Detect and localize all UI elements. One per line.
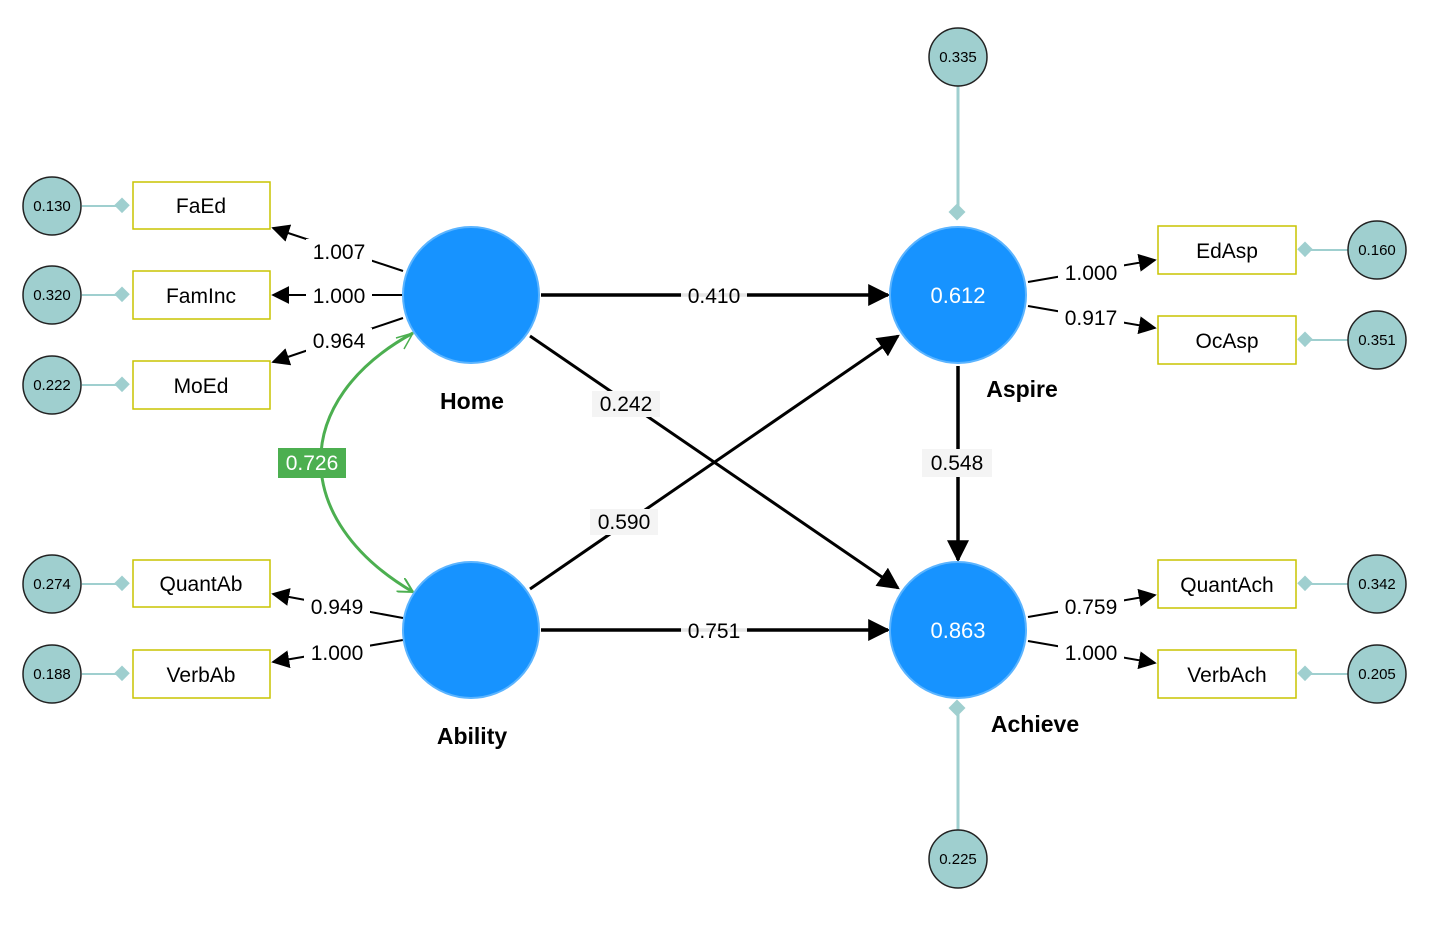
achieve-r2-value: 0.863 bbox=[930, 618, 985, 643]
error-moed[interactable]: 0.222 bbox=[22, 355, 82, 415]
svg-text:0.160: 0.160 bbox=[1358, 242, 1396, 259]
latent-achieve-label: Achieve bbox=[991, 711, 1079, 737]
path-label-aspire-achieve: 0.548 bbox=[922, 449, 992, 477]
path-label-ability-aspire: 0.590 bbox=[590, 509, 658, 535]
svg-text:QuantAch: QuantAch bbox=[1180, 574, 1273, 597]
error-ocasp[interactable]: 0.351 bbox=[1347, 310, 1407, 370]
path-ability-aspire bbox=[529, 334, 900, 591]
correlation-start-arrow bbox=[395, 331, 415, 350]
aspire-r2-value: 0.612 bbox=[930, 283, 985, 308]
svg-text:0.949: 0.949 bbox=[311, 596, 364, 619]
svg-text:0.751: 0.751 bbox=[688, 620, 741, 643]
svg-text:FaEd: FaEd bbox=[176, 195, 226, 218]
error-aspire[interactable]: 0.335 bbox=[928, 27, 988, 87]
svg-text:0.188: 0.188 bbox=[33, 666, 71, 683]
svg-text:0.222: 0.222 bbox=[33, 377, 71, 394]
right-error-connectors bbox=[1297, 241, 1348, 682]
loading-label-quantab: 0.949 bbox=[304, 594, 370, 620]
svg-text:0.335: 0.335 bbox=[939, 49, 977, 66]
path-label-home-achieve: 0.242 bbox=[592, 391, 660, 417]
svg-text:0.225: 0.225 bbox=[939, 851, 977, 868]
svg-text:VerbAb: VerbAb bbox=[167, 664, 236, 687]
latent-achieve[interactable]: 0.863 bbox=[889, 561, 1027, 699]
svg-text:0.130: 0.130 bbox=[33, 198, 71, 215]
indicator-faminc[interactable]: FamInc bbox=[132, 270, 271, 320]
svg-text:0.242: 0.242 bbox=[600, 393, 653, 416]
svg-text:0.205: 0.205 bbox=[1358, 666, 1396, 683]
svg-text:VerbAch: VerbAch bbox=[1187, 664, 1266, 687]
latent-ability-label: Ability bbox=[437, 723, 507, 749]
correlation-label: 0.726 bbox=[278, 448, 346, 478]
indicator-faed[interactable]: FaEd bbox=[132, 181, 271, 230]
svg-text:MoEd: MoEd bbox=[174, 375, 229, 398]
error-faed[interactable]: 0.130 bbox=[22, 176, 82, 236]
svg-text:0.590: 0.590 bbox=[598, 511, 651, 534]
svg-text:OcAsp: OcAsp bbox=[1195, 330, 1258, 353]
achieve-error-diamond bbox=[948, 699, 966, 717]
error-verbach[interactable]: 0.205 bbox=[1347, 644, 1407, 704]
latent-aspire-label: Aspire bbox=[986, 376, 1058, 402]
svg-text:1.000: 1.000 bbox=[313, 285, 366, 308]
latent-home[interactable] bbox=[402, 226, 540, 364]
svg-text:0.320: 0.320 bbox=[33, 287, 71, 304]
error-achieve[interactable]: 0.225 bbox=[928, 829, 988, 889]
error-edasp[interactable]: 0.160 bbox=[1347, 220, 1407, 280]
svg-text:0.917: 0.917 bbox=[1065, 307, 1118, 330]
svg-text:1.000: 1.000 bbox=[1065, 642, 1118, 665]
svg-text:1.007: 1.007 bbox=[313, 241, 366, 264]
aspire-error-diamond bbox=[948, 203, 966, 221]
svg-text:0.351: 0.351 bbox=[1358, 332, 1396, 349]
loading-label-faminc: 1.000 bbox=[306, 283, 372, 309]
svg-text:1.000: 1.000 bbox=[311, 642, 364, 665]
indicator-ocasp[interactable]: OcAsp bbox=[1157, 315, 1297, 365]
error-verbab[interactable]: 0.188 bbox=[22, 644, 82, 704]
svg-text:EdAsp: EdAsp bbox=[1196, 240, 1258, 263]
indicator-edasp[interactable]: EdAsp bbox=[1157, 225, 1297, 275]
loading-label-verbach: 1.000 bbox=[1058, 640, 1124, 666]
loading-label-quantach: 0.759 bbox=[1058, 594, 1124, 620]
svg-text:FamInc: FamInc bbox=[166, 285, 236, 308]
svg-text:1.000: 1.000 bbox=[1065, 262, 1118, 285]
svg-text:0.410: 0.410 bbox=[688, 285, 741, 308]
left-error-connectors bbox=[82, 197, 130, 682]
svg-text:QuantAb: QuantAb bbox=[160, 573, 243, 596]
error-quantach[interactable]: 0.342 bbox=[1347, 554, 1407, 614]
svg-text:0.274: 0.274 bbox=[33, 576, 71, 593]
loading-label-ocasp: 0.917 bbox=[1058, 305, 1124, 331]
svg-text:0.759: 0.759 bbox=[1065, 596, 1118, 619]
loading-label-edasp: 1.000 bbox=[1058, 260, 1124, 286]
path-label-ability-achieve: 0.751 bbox=[681, 618, 747, 644]
loading-label-verbab: 1.000 bbox=[304, 640, 370, 666]
indicator-verbach[interactable]: VerbAch bbox=[1157, 649, 1297, 699]
svg-text:0.342: 0.342 bbox=[1358, 576, 1396, 593]
indicator-quantab[interactable]: QuantAb bbox=[132, 559, 271, 608]
svg-text:0.548: 0.548 bbox=[931, 452, 984, 475]
latent-ability[interactable] bbox=[402, 561, 540, 699]
svg-text:0.964: 0.964 bbox=[313, 330, 366, 353]
loading-label-faed: 1.007 bbox=[306, 239, 372, 265]
error-quantab[interactable]: 0.274 bbox=[22, 554, 82, 614]
indicator-verbab[interactable]: VerbAb bbox=[132, 649, 271, 699]
latent-aspire[interactable]: 0.612 bbox=[889, 226, 1027, 364]
error-faminc[interactable]: 0.320 bbox=[22, 265, 82, 325]
loading-label-moed: 0.964 bbox=[306, 328, 372, 354]
indicator-moed[interactable]: MoEd bbox=[132, 360, 271, 410]
svg-text:0.726: 0.726 bbox=[286, 452, 339, 475]
path-label-home-aspire: 0.410 bbox=[681, 283, 747, 309]
indicator-quantach[interactable]: QuantAch bbox=[1157, 559, 1297, 609]
latent-home-label: Home bbox=[440, 388, 504, 414]
